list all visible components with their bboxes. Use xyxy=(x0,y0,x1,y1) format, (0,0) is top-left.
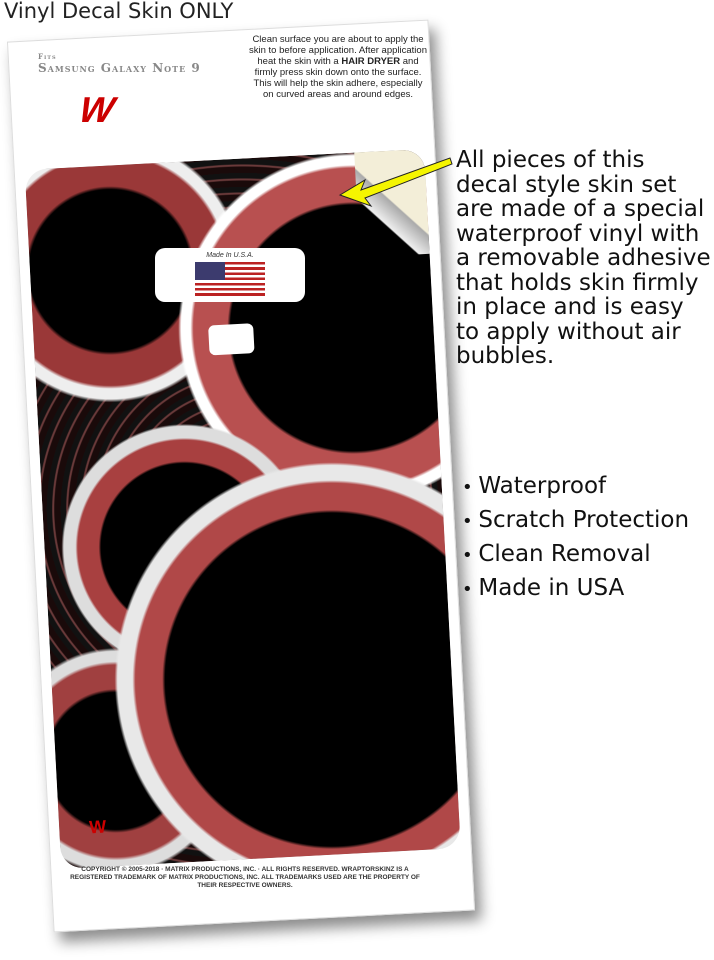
copyright: Copyright © 2005-2018 · Matrix Productio… xyxy=(70,866,420,889)
page-title: Vinyl Decal Skin ONLY xyxy=(4,0,238,24)
feature-item: Waterproof xyxy=(462,470,689,504)
made-in-usa-badge: Made In U.S.A. xyxy=(155,248,305,302)
feature-item: Made in USA xyxy=(462,572,689,606)
us-flag-icon xyxy=(195,262,265,296)
instructions: Clean surface you are about to apply the… xyxy=(249,34,427,100)
feature-item: Clean Removal xyxy=(462,538,689,572)
description: All pieces of this decal style skin set … xyxy=(456,147,711,369)
sensor-cutout xyxy=(208,323,255,356)
feature-list: Waterproof Scratch Protection Clean Remo… xyxy=(462,470,689,606)
arrow-icon xyxy=(338,157,453,208)
feature-item: Scratch Protection xyxy=(462,504,689,538)
small-logo: W xyxy=(88,816,107,838)
